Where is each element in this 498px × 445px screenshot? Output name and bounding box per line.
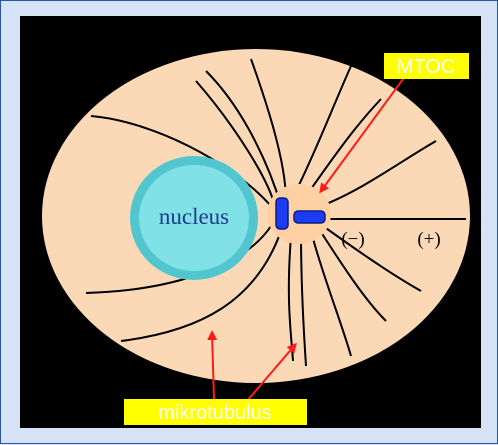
mtoc-label: MTOC bbox=[397, 56, 456, 78]
mikrotubulus-label: mikrotubulus bbox=[158, 402, 271, 424]
centriole bbox=[294, 211, 325, 223]
plus-end-label: (+) bbox=[417, 229, 440, 250]
centriole bbox=[276, 198, 288, 229]
nucleus-label: nucleus bbox=[159, 204, 229, 229]
minus-end-label: (−) bbox=[341, 229, 364, 250]
